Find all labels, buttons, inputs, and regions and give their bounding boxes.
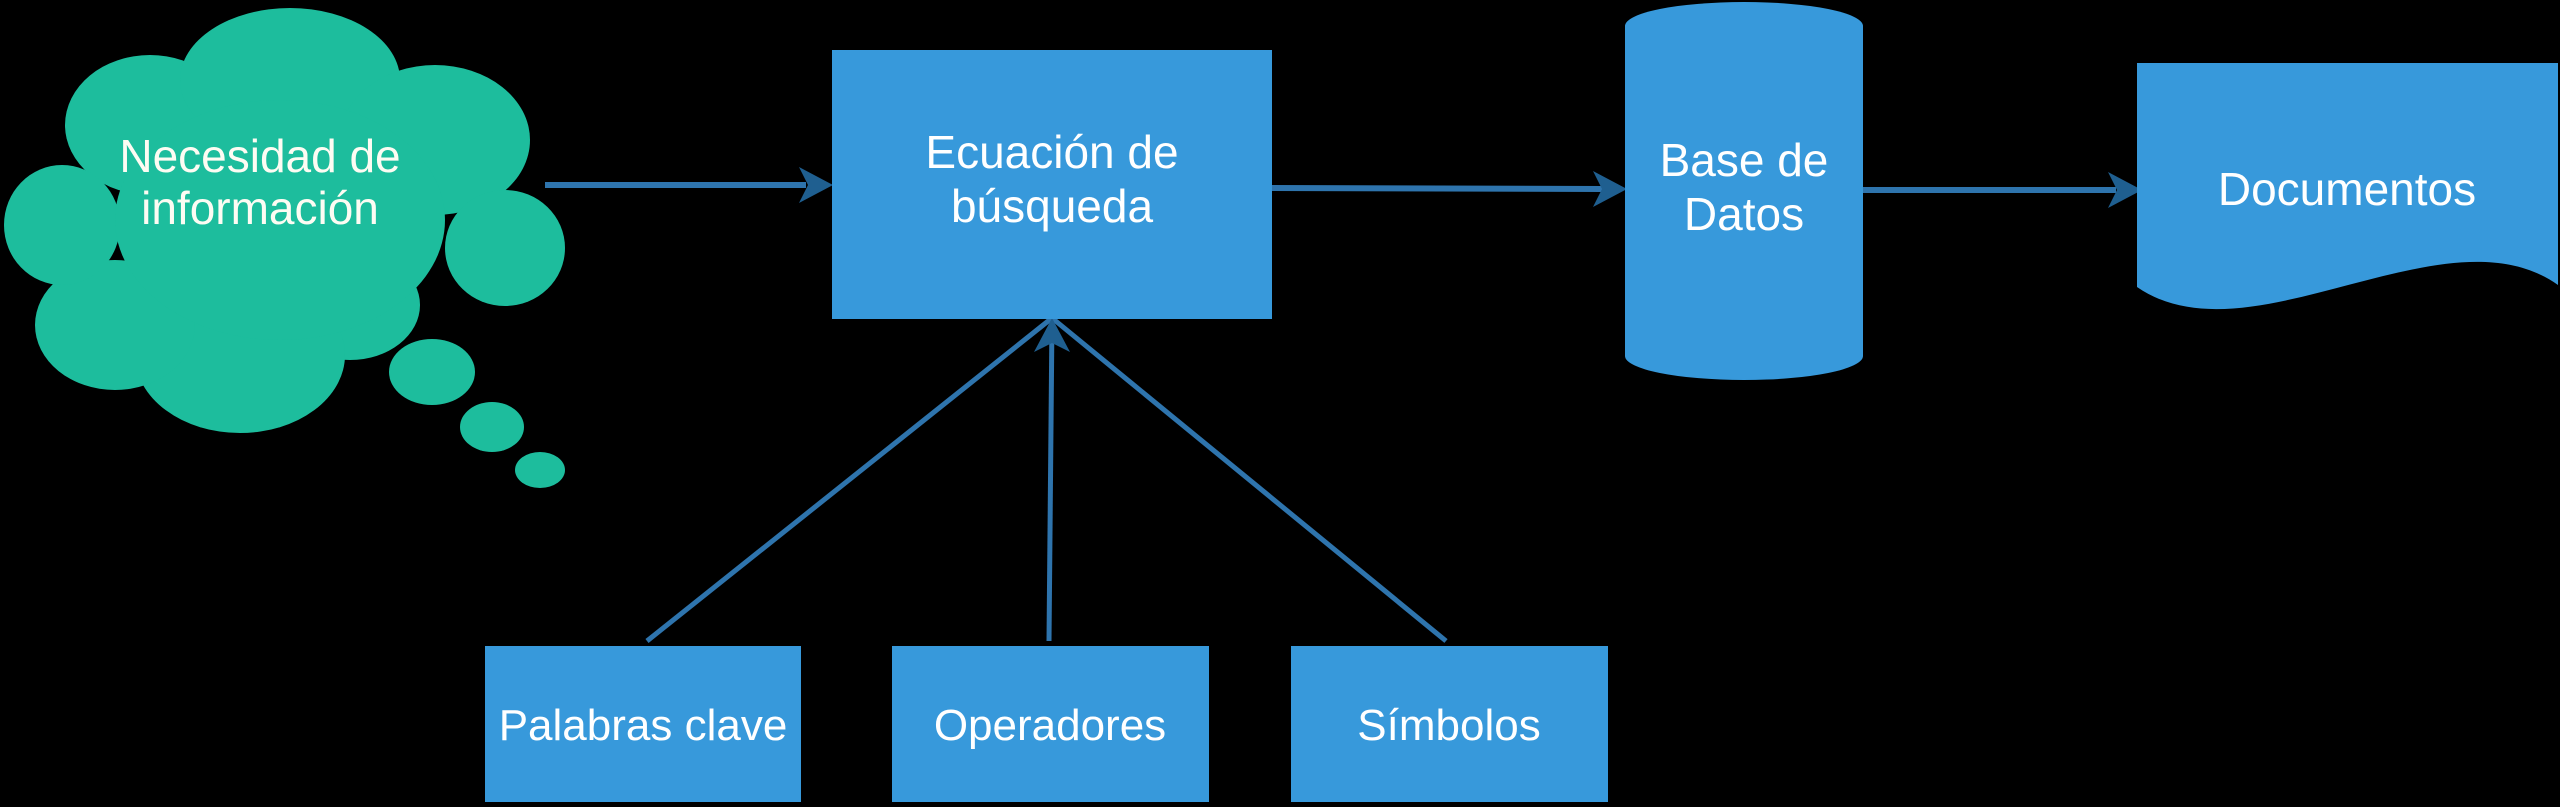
connector-operators-to-equation [1046,317,1055,642]
arrowhead-right-icon [2108,172,2142,208]
connector-lines [545,182,2116,643]
arrowhead-up-icon [1034,318,1070,352]
node-operators-box [892,646,1209,802]
arrowhead-right-icon [799,167,833,203]
keywords-label: Palabras clave [499,701,788,750]
connector-keywords-to-equation [645,316,1054,643]
cloud-lobe [445,190,565,306]
connector-symbols-to-equation [1050,316,1448,643]
thought-cloud-shape [4,8,565,488]
node-shapes [485,2,2558,802]
thought-trail-bubble [389,339,475,405]
thought-trail-bubble [515,452,565,488]
node-labels: Ecuación de búsqueda Base de Datos Docum… [499,126,2476,750]
need-label-line1: Necesidad de [119,130,400,182]
equation-label-line1: Ecuación de [925,126,1178,178]
operators-label: Operadores [934,701,1166,750]
database-label-line1: Base de [1660,134,1829,186]
thought-trail-bubble [460,402,524,452]
arrowhead-right-icon [1593,171,1627,207]
node-database-cylinder [1625,2,1863,380]
node-equation-box [832,50,1272,319]
connector-equation-to-database [1271,185,1603,192]
node-keywords-box [485,646,801,802]
node-documents-document [2137,63,2558,310]
node-symbols-box [1291,646,1608,802]
need-label: Necesidad de información [119,130,400,234]
documents-label: Documentos [2218,163,2476,215]
equation-label-line2: búsqueda [951,180,1153,232]
need-label-line2: información [141,182,379,234]
cloud-lobe [4,165,120,285]
cloud-lobe [115,100,445,340]
database-label-line2: Datos [1684,188,1804,240]
symbols-label: Símbolos [1357,701,1540,750]
arrowheads [799,167,2142,352]
